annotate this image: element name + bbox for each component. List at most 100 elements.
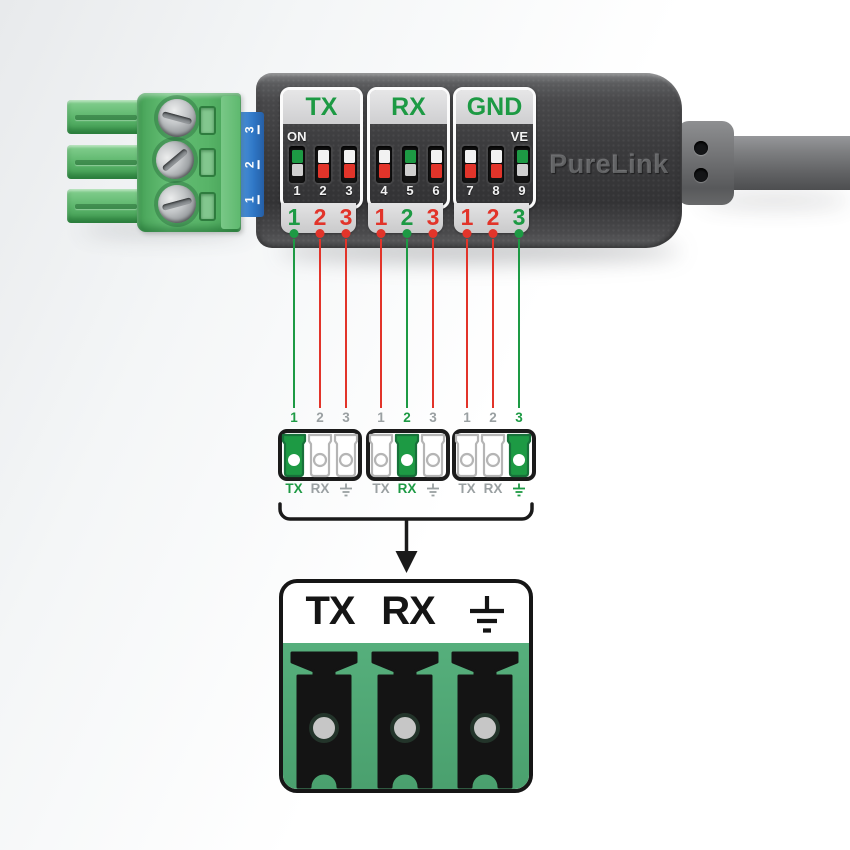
ve-label: VE bbox=[510, 129, 528, 144]
plug-pin-index: 3 bbox=[238, 112, 264, 147]
ground-icon bbox=[512, 483, 527, 498]
switch-knob bbox=[516, 150, 528, 163]
switch-knob bbox=[490, 150, 502, 163]
block-label-tx: TX bbox=[285, 481, 303, 496]
switch-knob bbox=[317, 150, 329, 163]
ground-icon bbox=[470, 596, 504, 633]
block-pin-number: 1 bbox=[463, 410, 471, 425]
block-slot bbox=[454, 433, 480, 478]
ferrule-hole bbox=[694, 141, 708, 155]
block-slot bbox=[333, 433, 359, 478]
block-pin-number: 1 bbox=[290, 410, 298, 425]
switch-number: 3 bbox=[345, 183, 353, 198]
pin-strip-gnd bbox=[454, 203, 529, 233]
block-pin-number: 2 bbox=[489, 410, 497, 425]
plug-wire-slot bbox=[199, 106, 216, 135]
block-label-tx: TX bbox=[372, 481, 390, 496]
dip-group-label: GND bbox=[466, 92, 523, 121]
brand-logo: PureLink bbox=[549, 149, 669, 179]
dip-switch-4 bbox=[376, 146, 392, 183]
dip-group-header: RX bbox=[370, 90, 447, 124]
dip-group-tx: TX ON 1 2 3 bbox=[280, 87, 363, 209]
bracket bbox=[278, 502, 534, 521]
switch-knob bbox=[291, 150, 303, 163]
block-slot bbox=[480, 433, 506, 478]
plug-screw bbox=[153, 94, 201, 142]
cable bbox=[731, 136, 850, 190]
pin-number: 2 bbox=[486, 204, 500, 230]
switch-knob bbox=[378, 150, 390, 163]
pin-number: 2 bbox=[313, 204, 327, 230]
main-terminal-block: TX RX bbox=[279, 579, 533, 793]
dip-group-gnd: GND VE 7 8 9 bbox=[453, 87, 536, 209]
terminal-plug-face bbox=[221, 96, 240, 229]
plug-wire-slot bbox=[199, 192, 216, 221]
block-slot bbox=[368, 433, 394, 478]
pin-number: 3 bbox=[512, 204, 526, 230]
wire-dot bbox=[289, 229, 299, 238]
wire-line bbox=[293, 239, 295, 408]
ground-icon bbox=[339, 483, 354, 498]
pin-number: 3 bbox=[339, 204, 353, 230]
block-pin-number: 3 bbox=[342, 410, 350, 425]
plug-screw bbox=[148, 133, 202, 187]
plug-screw bbox=[153, 180, 201, 228]
dip-group-label: RX bbox=[391, 92, 426, 121]
wire-dot bbox=[341, 229, 351, 238]
block-label-tx: TX bbox=[458, 481, 476, 496]
wire-dot bbox=[376, 229, 386, 238]
dip-switch-7 bbox=[462, 146, 478, 183]
switch-number: 6 bbox=[432, 183, 440, 198]
pin-number: 1 bbox=[374, 204, 388, 230]
block-label-rx: RX bbox=[397, 481, 417, 496]
block-pin-number: 2 bbox=[316, 410, 324, 425]
plug-pin-index: 1 bbox=[238, 182, 264, 217]
mini-terminal-block-2 bbox=[366, 429, 450, 481]
switch-indicator bbox=[490, 164, 502, 178]
wire-dot bbox=[514, 229, 524, 238]
pin-number: 3 bbox=[426, 204, 440, 230]
block-pin-number: 2 bbox=[403, 410, 411, 425]
switch-number: 8 bbox=[492, 183, 500, 198]
plug-prong bbox=[67, 189, 143, 223]
block-label-rx: RX bbox=[310, 481, 330, 496]
switch-number: 4 bbox=[380, 183, 388, 198]
pin-number: 1 bbox=[460, 204, 474, 230]
switch-number: 9 bbox=[518, 183, 526, 198]
wire-dot bbox=[402, 229, 412, 238]
switch-number: 1 bbox=[293, 183, 301, 198]
wire-dot bbox=[462, 229, 472, 238]
terminal-slot bbox=[371, 651, 439, 789]
dip-group-header: TX bbox=[283, 90, 360, 124]
dip-switch-1 bbox=[289, 146, 305, 183]
block-pin-number: 1 bbox=[377, 410, 385, 425]
switch-knob bbox=[464, 150, 476, 163]
dip-group-header: GND bbox=[456, 90, 533, 124]
dip-group-label: TX bbox=[305, 92, 338, 121]
wire-line bbox=[492, 239, 494, 408]
switch-indicator bbox=[404, 164, 416, 176]
switch-indicator bbox=[430, 164, 442, 178]
pin-number: 1 bbox=[287, 204, 301, 230]
terminal-slot bbox=[290, 651, 358, 789]
pin-number: 2 bbox=[400, 204, 414, 230]
plug-wire-slot bbox=[199, 148, 216, 177]
switch-number: 7 bbox=[466, 183, 474, 198]
cable-ferrule bbox=[677, 121, 734, 205]
ground-icon bbox=[426, 483, 441, 498]
dip-switch-5 bbox=[402, 146, 418, 183]
terminal-slots bbox=[290, 651, 519, 789]
wire-line bbox=[466, 239, 468, 408]
wire-dot bbox=[488, 229, 498, 238]
dip-switch-8 bbox=[488, 146, 504, 183]
switch-indicator bbox=[343, 164, 355, 178]
wire-line bbox=[345, 239, 347, 408]
block-slot bbox=[420, 433, 446, 478]
switch-indicator bbox=[317, 164, 329, 178]
dip-switch-6 bbox=[428, 146, 444, 183]
plug-prong bbox=[67, 145, 143, 179]
wire-line bbox=[406, 239, 408, 408]
ferrule-hole bbox=[694, 168, 708, 182]
mini-terminal-block-3 bbox=[452, 429, 536, 481]
